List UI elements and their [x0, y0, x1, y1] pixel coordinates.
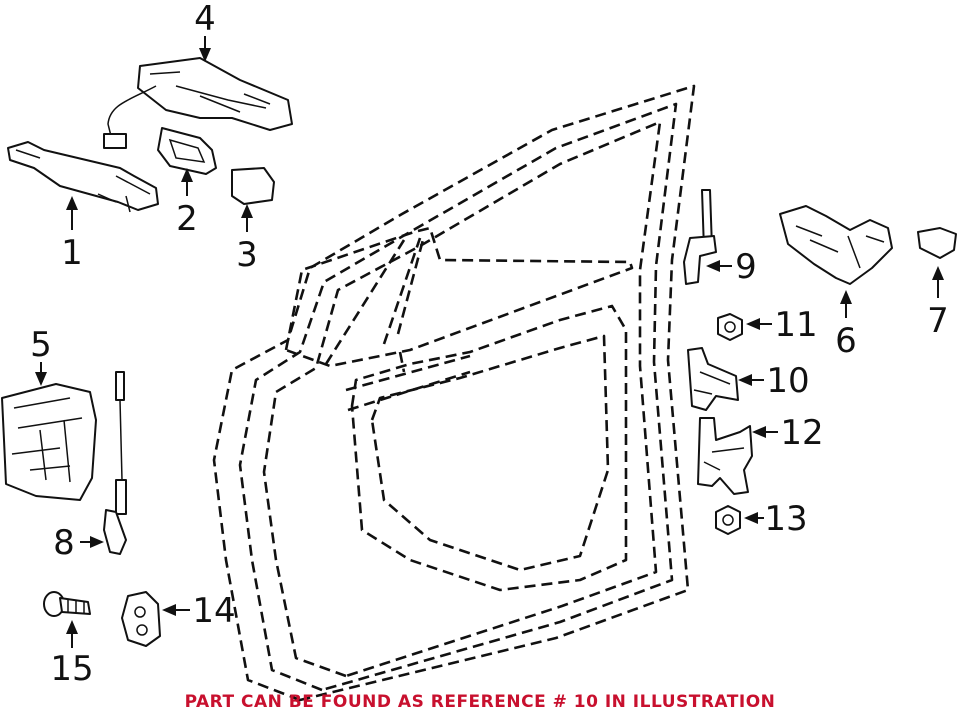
callout-arrows	[35, 36, 944, 648]
callout-1: 1	[61, 233, 83, 273]
part-10-upper-hinge	[687, 347, 739, 411]
part-9-rod-clip	[683, 189, 717, 285]
part-2-handle-bezel	[157, 127, 217, 175]
callout-12: 12	[780, 413, 823, 453]
reference-note: PART CAN BE FOUND AS REFERENCE # 10 IN I…	[184, 692, 776, 712]
callout-5: 5	[30, 325, 52, 365]
callout-2: 2	[176, 199, 198, 239]
part-13-nut	[715, 505, 741, 535]
part-1-outside-handle	[7, 141, 159, 213]
part-8-rod	[103, 371, 127, 555]
part-6-lock-actuator	[779, 205, 893, 285]
part-7-connector	[917, 227, 957, 259]
callout-10: 10	[766, 361, 809, 401]
callout-3: 3	[236, 235, 258, 275]
callout-15: 15	[50, 649, 93, 689]
callout-11: 11	[774, 305, 817, 345]
part-5-latch	[1, 383, 97, 501]
callout-9: 9	[735, 247, 757, 287]
callout-14: 14	[192, 591, 235, 631]
door-outline	[212, 84, 696, 702]
part-3-cap	[231, 167, 275, 205]
callout-7: 7	[927, 301, 949, 341]
part-14-striker	[121, 591, 161, 647]
callout-8: 8	[53, 523, 75, 563]
part-11-nut	[717, 313, 743, 341]
callout-6: 6	[835, 321, 857, 361]
part-15-bolt	[43, 591, 91, 617]
part-4-handle-carrier	[103, 57, 293, 149]
callout-4: 4	[194, 0, 216, 39]
callout-13: 13	[764, 499, 807, 539]
part-12-lower-hinge	[697, 417, 753, 495]
